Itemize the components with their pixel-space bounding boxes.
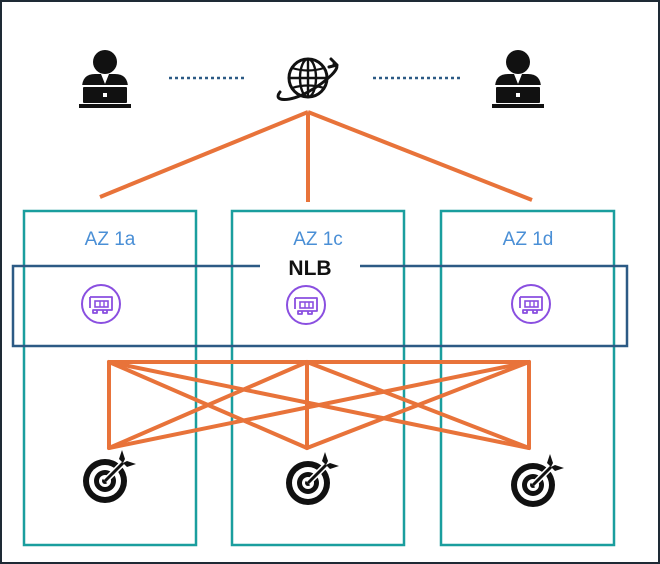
target-connections xyxy=(107,360,531,450)
az-label: AZ 1d xyxy=(503,229,554,250)
connection-line xyxy=(307,110,533,202)
network-interface-icon xyxy=(81,284,121,324)
network-interface-icon xyxy=(511,284,551,324)
target-icon xyxy=(83,450,136,503)
user-icon xyxy=(79,50,131,108)
target-icon xyxy=(286,452,339,505)
network-interface-icon xyxy=(286,285,326,325)
nlb-container xyxy=(11,264,629,348)
globe-icon xyxy=(276,57,339,101)
nlb-label: NLB xyxy=(288,257,331,280)
connection-line xyxy=(107,360,531,450)
connection-line xyxy=(99,110,309,199)
internet-connections xyxy=(99,110,533,202)
az-container-1c xyxy=(230,209,406,547)
az-label: AZ 1c xyxy=(293,229,343,250)
target-icon xyxy=(511,454,564,507)
user-icon xyxy=(492,50,544,108)
az-label: AZ 1a xyxy=(85,229,136,250)
connection-line xyxy=(107,360,309,450)
connection-line xyxy=(305,360,531,450)
